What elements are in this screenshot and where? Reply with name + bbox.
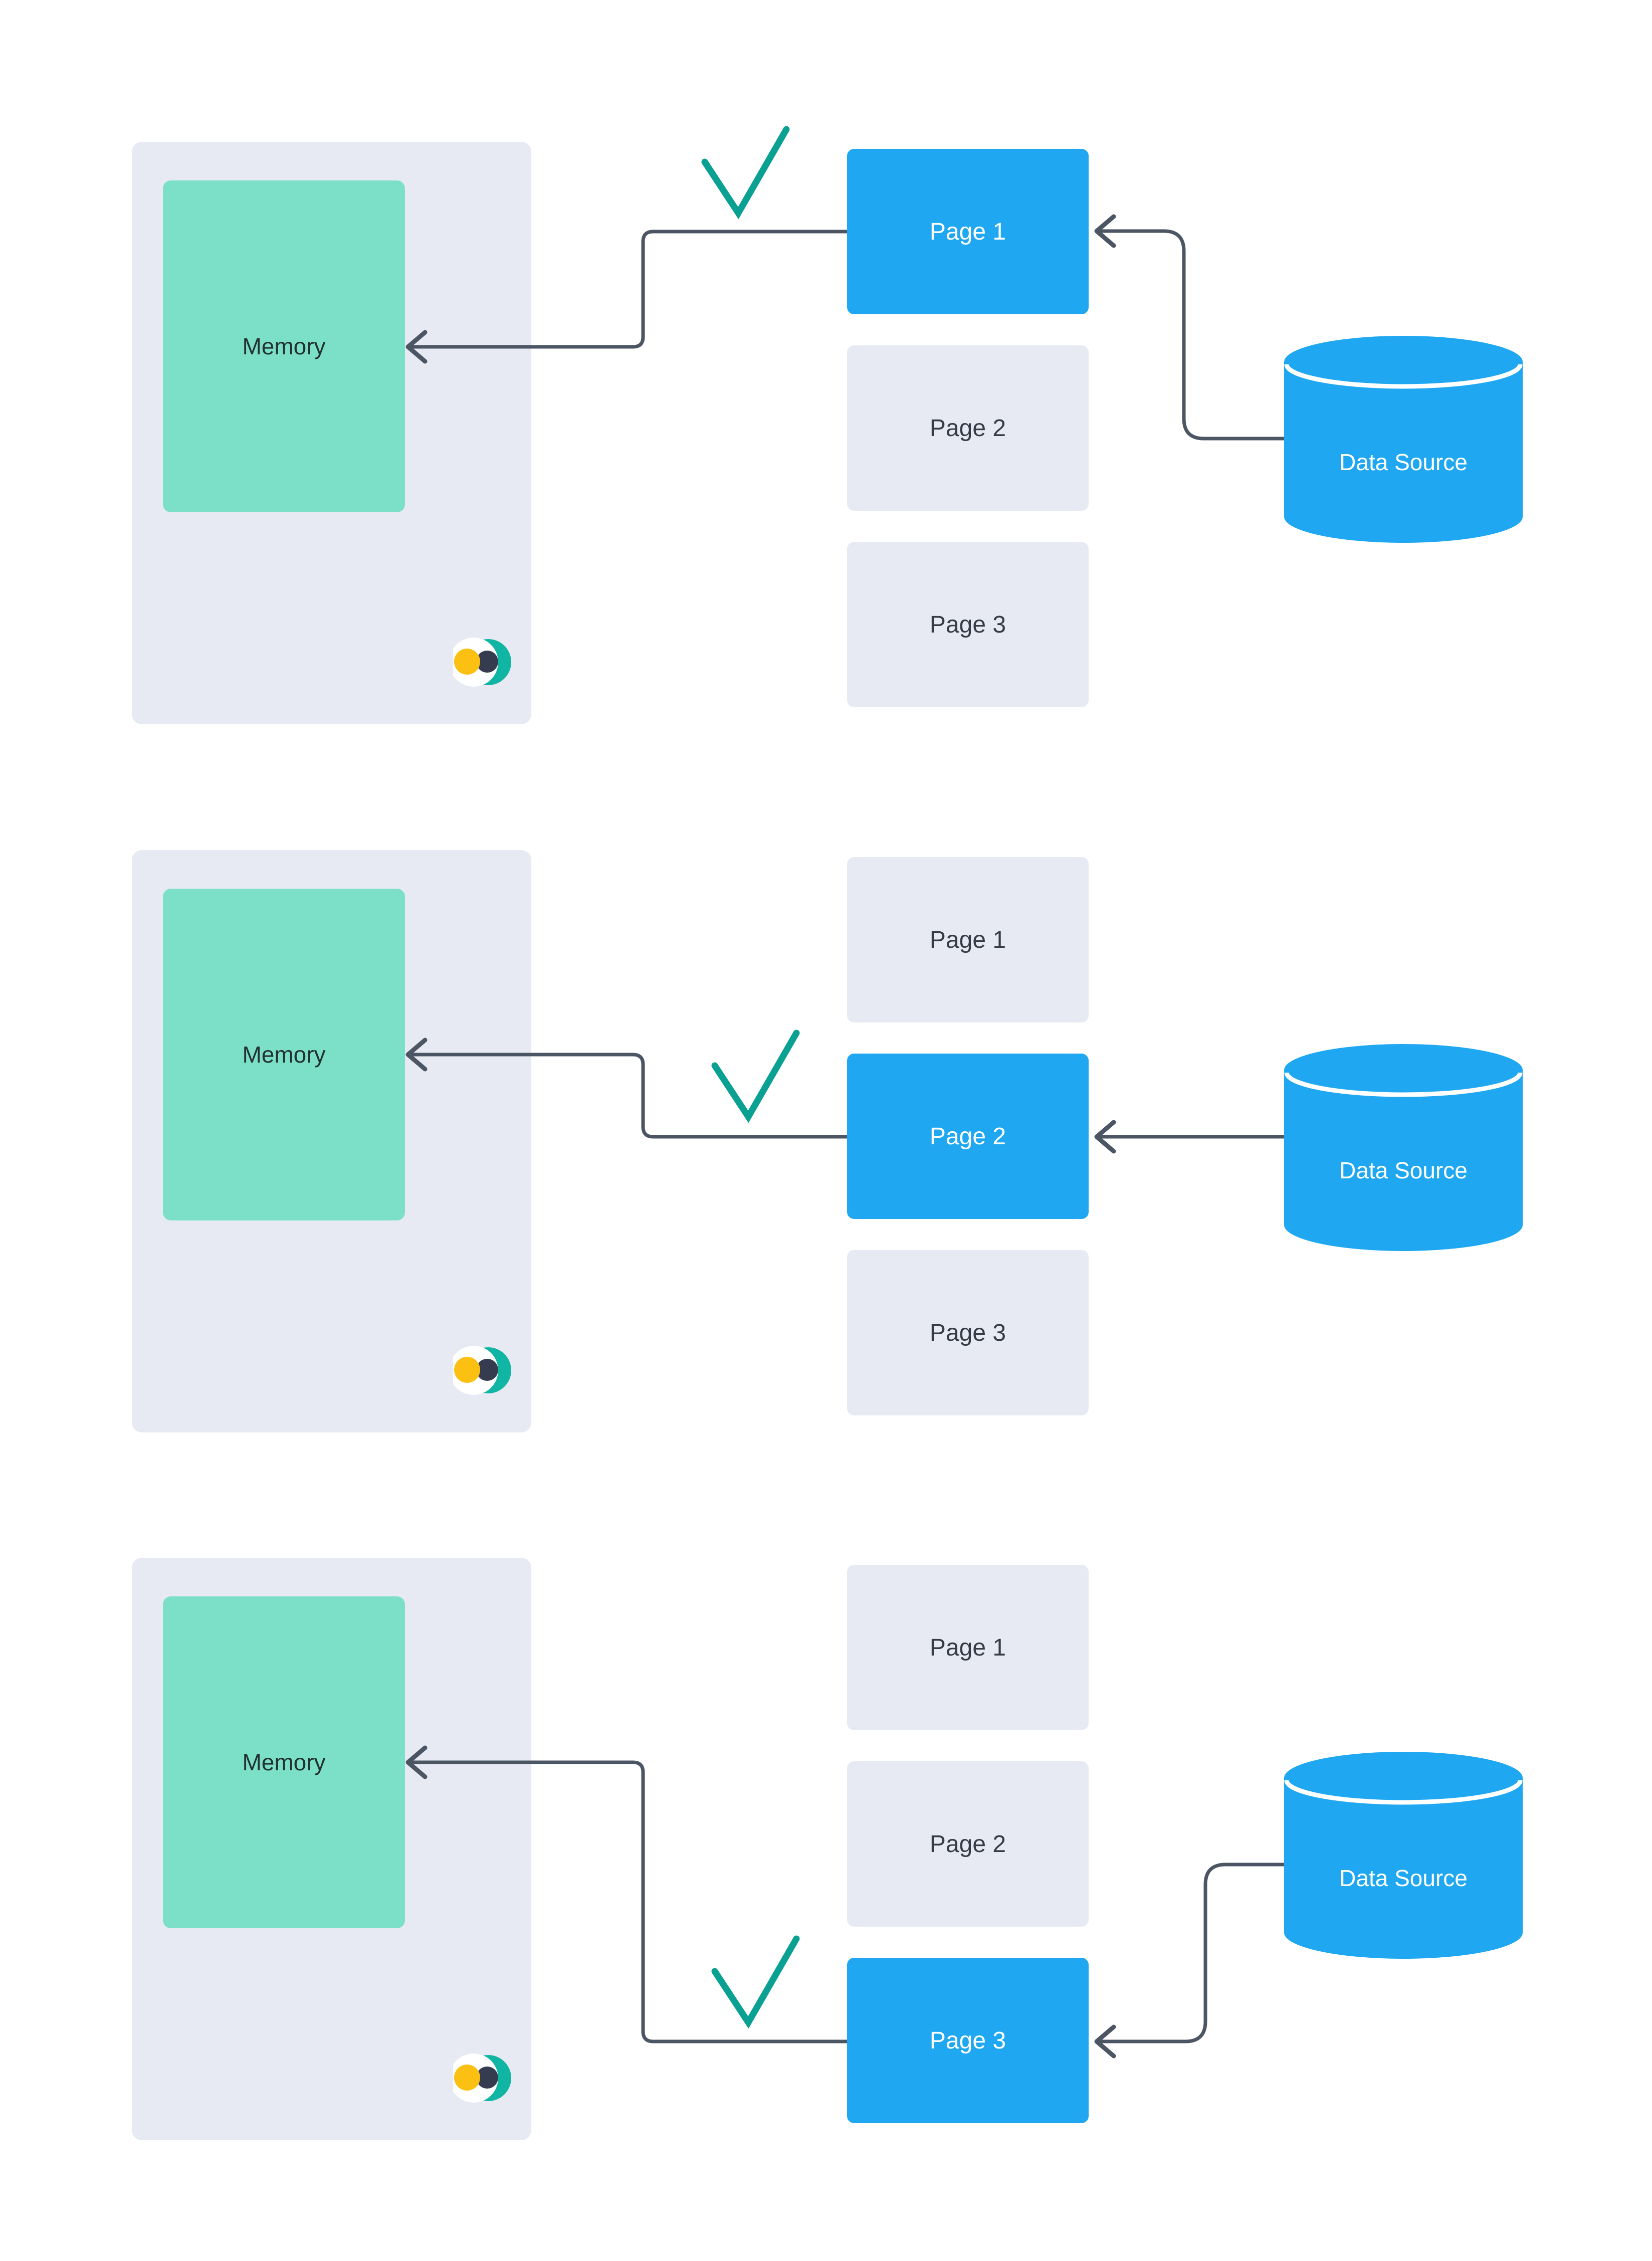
page-label: Page 3 xyxy=(929,611,1006,638)
datasource-label: Data Source xyxy=(1339,449,1468,475)
page-box-3: Page 3 xyxy=(847,1958,1089,2123)
data-source: Data Source xyxy=(1284,1752,1523,1959)
datasource-label: Data Source xyxy=(1339,1157,1468,1183)
connector-page3-to-memory xyxy=(410,1760,847,2043)
checkmark-row1-icon xyxy=(701,126,790,220)
database-cylinder-icon xyxy=(1284,1752,1523,1959)
arrowhead-memory-row3-icon xyxy=(405,1745,428,1779)
page-label: Page 1 xyxy=(929,1634,1006,1661)
brand-logo-icon xyxy=(453,2053,511,2103)
arrowhead-memory-row2-icon xyxy=(405,1038,428,1072)
page-box-2: Page 2 xyxy=(847,345,1089,511)
memory-panel: Memory xyxy=(132,850,531,1432)
connector-datasource-to-page1 xyxy=(1099,229,1284,441)
arrowhead-memory-row1-icon xyxy=(405,330,428,364)
page-label: Page 2 xyxy=(929,415,1006,442)
memory-label: Memory xyxy=(242,333,326,359)
memory-label: Memory xyxy=(242,1749,326,1775)
diagram-row-2: Memory Page 1 Page 2 Page 3 Data Source xyxy=(0,708,1652,1440)
page-box-2: Page 2 xyxy=(847,1761,1089,1927)
page-label: Page 3 xyxy=(929,2027,1006,2054)
checkmark-row2-icon xyxy=(711,1030,800,1123)
page-label: Page 1 xyxy=(929,926,1006,953)
connector-page1-to-memory xyxy=(410,230,847,349)
page-label: Page 2 xyxy=(929,1123,1006,1150)
memory-box: Memory xyxy=(163,180,405,512)
database-cylinder-icon xyxy=(1284,1044,1523,1251)
memory-box: Memory xyxy=(163,1596,405,1928)
page-box-3: Page 3 xyxy=(847,1250,1089,1415)
arrowhead-page1-icon xyxy=(1094,214,1116,248)
memory-label: Memory xyxy=(242,1042,326,1068)
memory-box: Memory xyxy=(163,889,405,1220)
page-box-2: Page 2 xyxy=(847,1054,1089,1219)
memory-panel: Memory xyxy=(132,1558,531,2140)
page-box-1: Page 1 xyxy=(847,1565,1089,1730)
connector-page2-to-memory xyxy=(410,1053,847,1139)
data-source: Data Source xyxy=(1284,1044,1523,1251)
connector-datasource-to-page3 xyxy=(1099,1863,1284,2043)
page-box-1: Page 1 xyxy=(847,149,1089,314)
page-box-1: Page 1 xyxy=(847,857,1089,1022)
page-box-3: Page 3 xyxy=(847,542,1089,707)
page-label: Page 2 xyxy=(929,1830,1006,1858)
page-label: Page 1 xyxy=(929,218,1006,245)
checkmark-row3-icon xyxy=(711,1935,800,2029)
datasource-label: Data Source xyxy=(1339,1865,1468,1891)
memory-panel: Memory xyxy=(132,142,531,724)
page-label: Page 3 xyxy=(929,1319,1006,1346)
data-source: Data Source xyxy=(1284,336,1523,543)
brand-logo-icon xyxy=(453,638,511,687)
diagram-row-1: Memory Page 1 Page 2 Page 3 Data Source xyxy=(0,0,1652,732)
brand-logo-icon xyxy=(453,1346,511,1395)
diagram-row-3: Memory Page 1 Page 2 Page 3 Data Source xyxy=(0,1416,1652,2148)
database-cylinder-icon xyxy=(1284,336,1523,543)
arrowhead-page2-icon xyxy=(1094,1120,1116,1154)
arrowhead-page3-icon xyxy=(1094,2024,1116,2059)
